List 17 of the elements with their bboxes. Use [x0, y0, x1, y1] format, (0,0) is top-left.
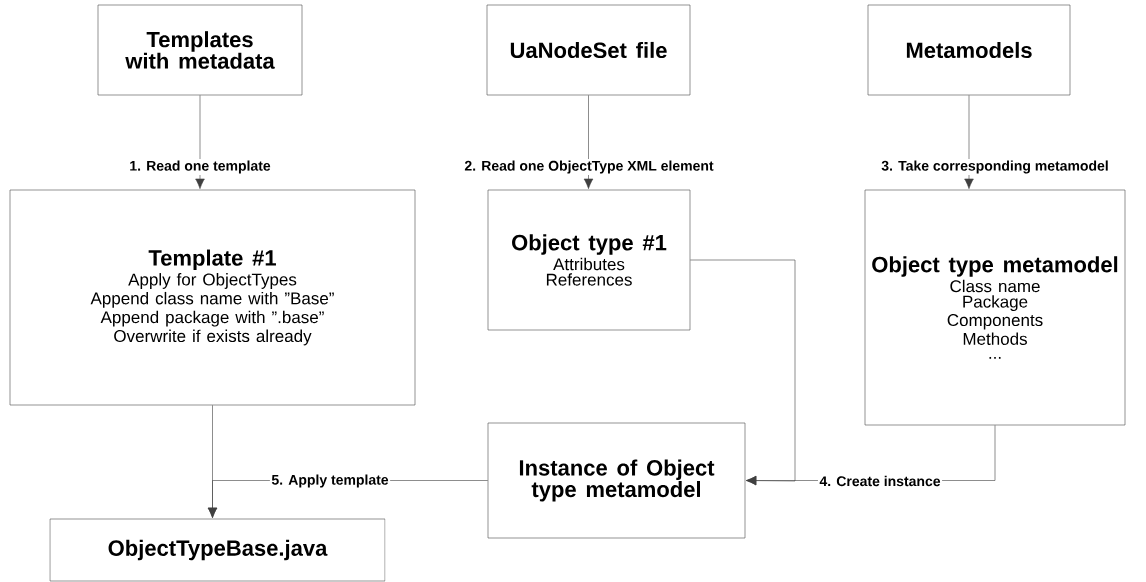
process-box: Instance of Object type metamodel: [487, 422, 746, 539]
arrow: [583, 95, 594, 189]
process-box: Object type metamodel Class name Package Components Methods ...: [864, 189, 1126, 426]
process-box: Template #1 Apply for ObjectTypes Append class name with ”Base” Append package with ”.base” Overwrite if exists already: [9, 189, 416, 406]
edge-label: 3. Take corresponding metamodel: [879, 158, 1111, 176]
edge-label: 1. Read one template: [127, 159, 273, 176]
edge-label: 4. Create instance: [817, 474, 943, 488]
arrow: [964, 95, 974, 189]
process-box: Metamodels: [867, 4, 1071, 96]
process-box: Templates with metadata: [97, 4, 303, 96]
process-box: Object type #1 Attributes References: [487, 189, 691, 331]
arrow: [195, 95, 205, 189]
process-box: ObjectTypeBase.java: [49, 518, 386, 582]
edge-label: 2. Read one ObjectType XML element: [462, 159, 716, 176]
process-box: UaNodeSet file: [486, 4, 691, 96]
arrow: [690, 259, 796, 486]
edge-label: 5. Apply template: [269, 473, 391, 490]
